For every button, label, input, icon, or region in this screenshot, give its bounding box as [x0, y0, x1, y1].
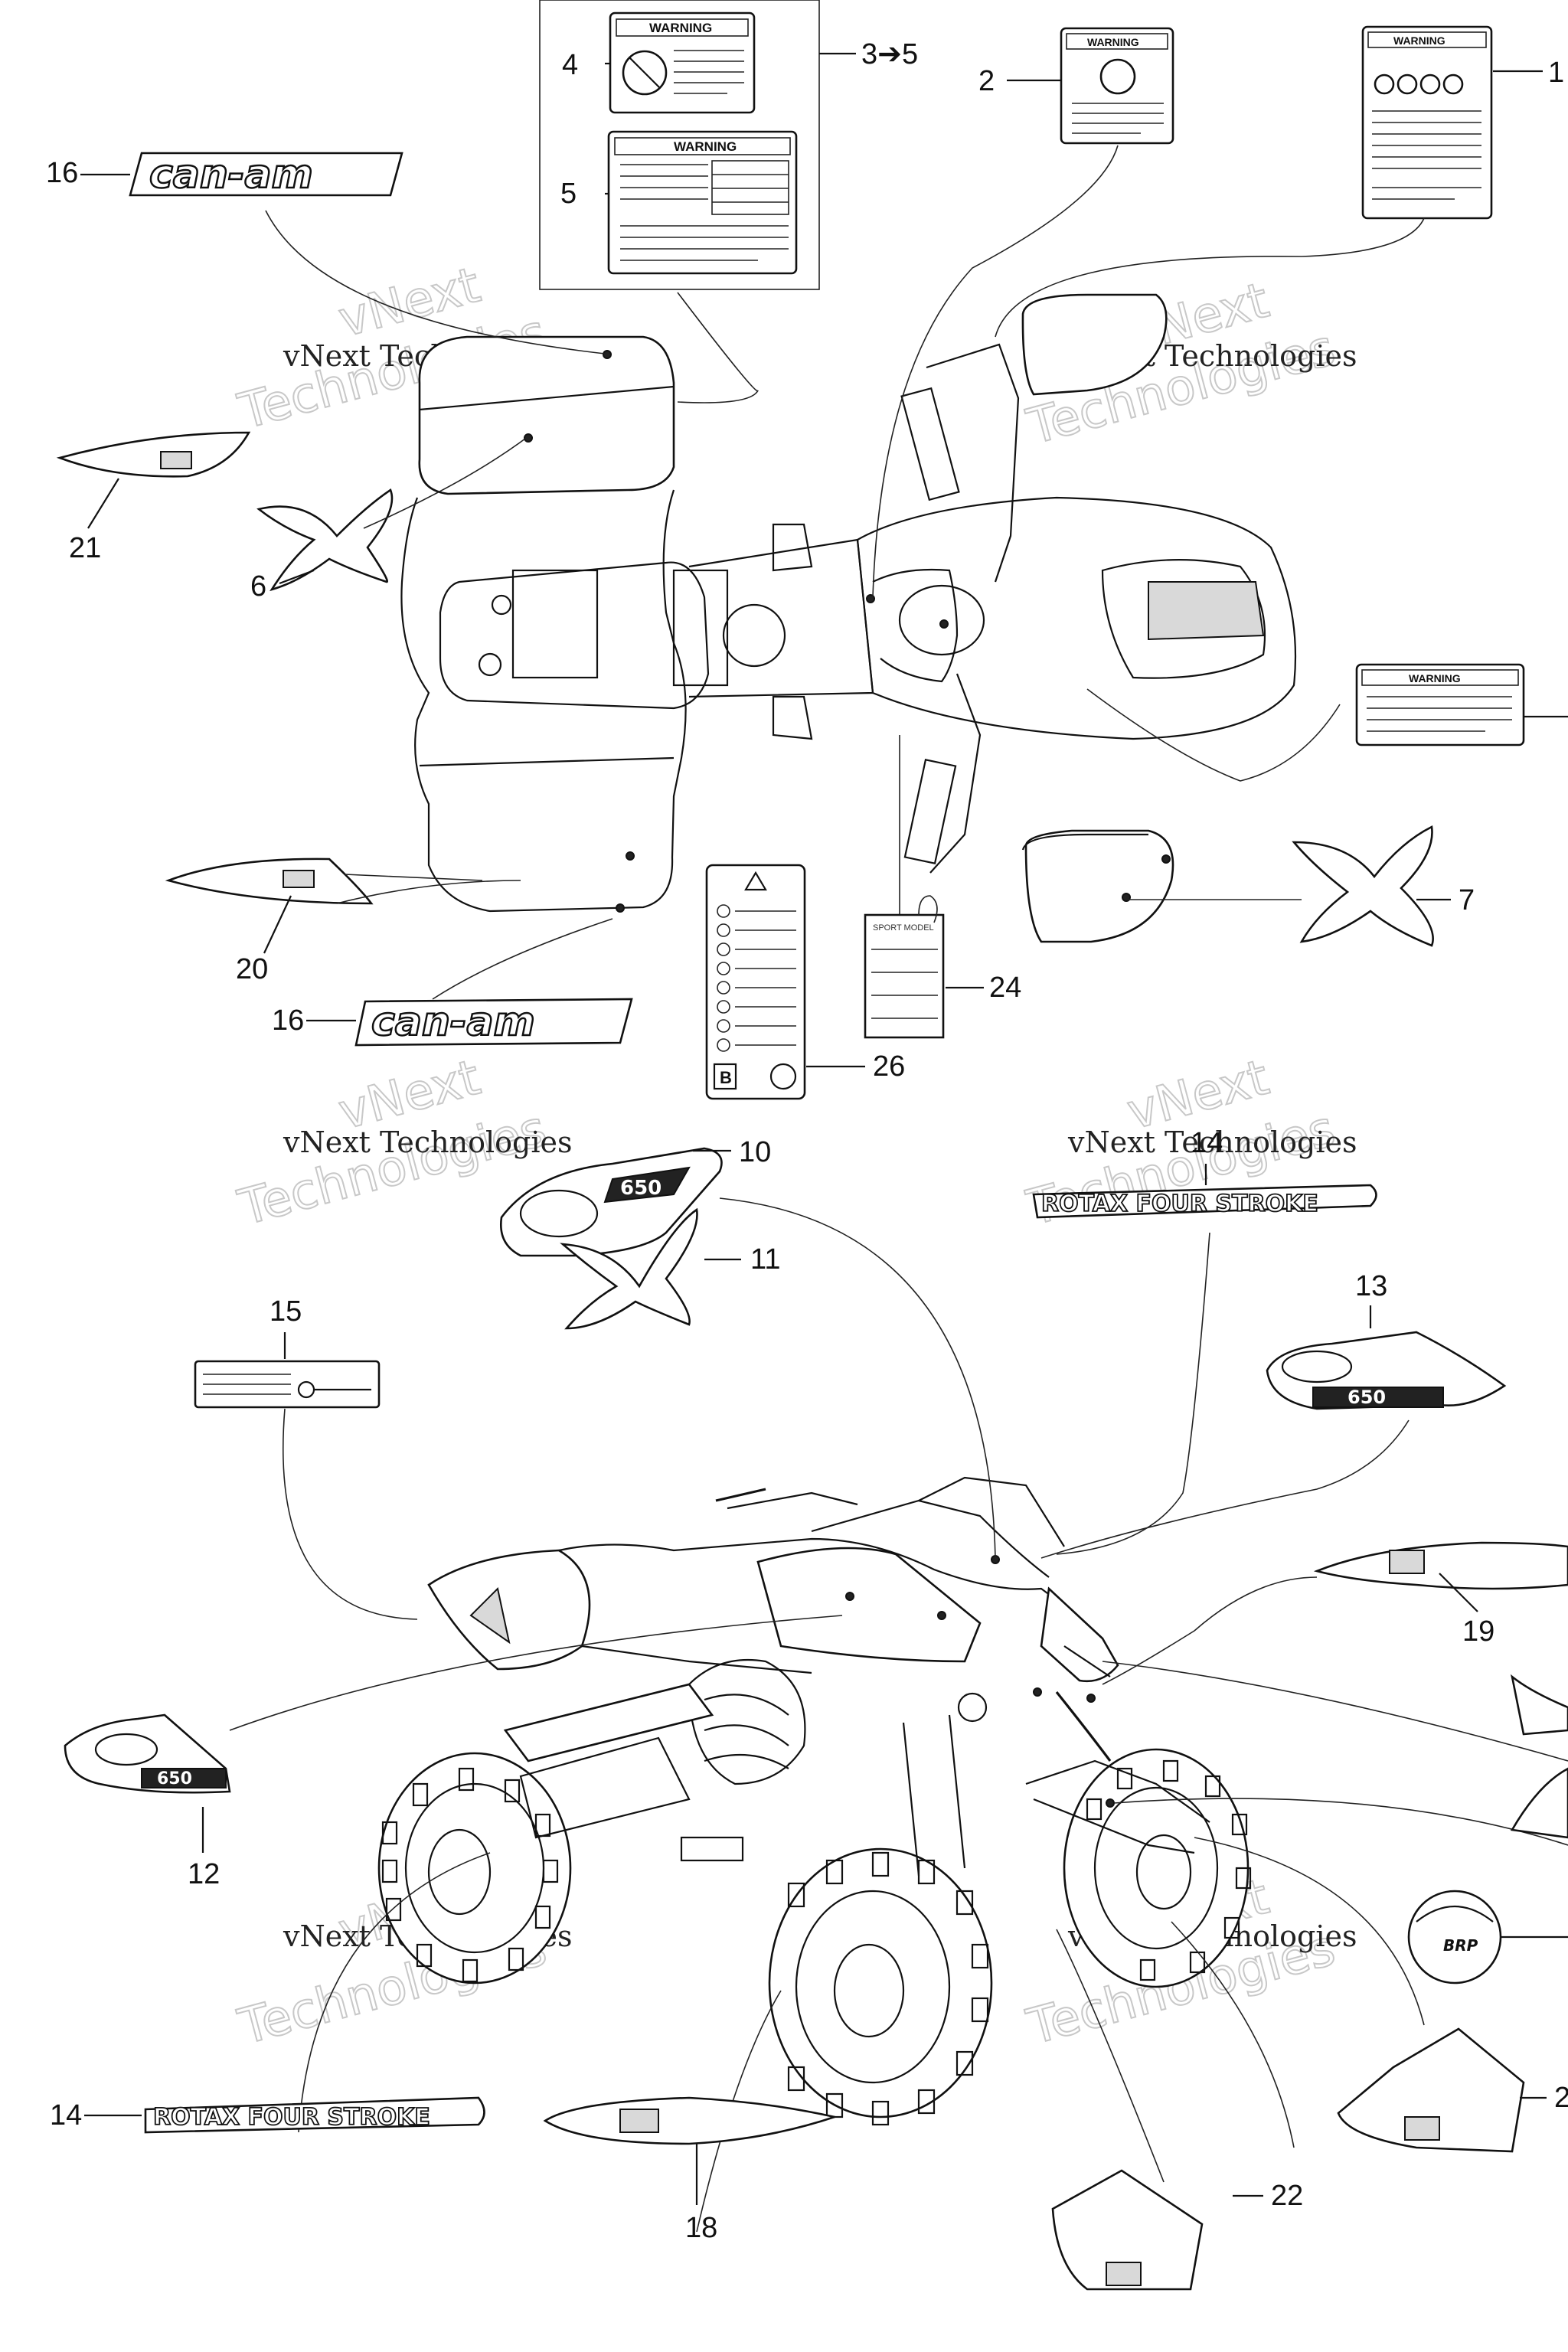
- callout-16-bottom: 16: [272, 1004, 304, 1037]
- callout-15: 15: [270, 1295, 302, 1328]
- svg-text:vNext Technologies: vNext Technologies: [1067, 1125, 1357, 1159]
- hang-tag-24: SPORT MODEL: [864, 895, 945, 1039]
- callout-16-top: 16: [46, 157, 78, 189]
- side-decal-edge-lower: [1510, 1767, 1568, 1839]
- svg-text:WARNING: WARNING: [1409, 672, 1461, 684]
- callout-24: 24: [989, 972, 1021, 1004]
- svg-text:WARNING: WARNING: [649, 21, 712, 35]
- svg-text:vNext Technologies: vNext Technologies: [283, 1125, 572, 1159]
- svg-text:650: 650: [620, 1177, 662, 1200]
- ds-650-decal-12: 650: [64, 1713, 231, 1794]
- callout-14-bottom: 14: [50, 2099, 82, 2132]
- callout-3-5: 3➔5: [861, 38, 918, 70]
- callout-6: 6: [250, 570, 266, 603]
- brp-badge: BRP: [1407, 1890, 1502, 1984]
- svg-text:650: 650: [1348, 1387, 1386, 1408]
- warning-label-2: WARNING: [1060, 27, 1174, 145]
- warning-label-4: WARNING: [609, 11, 756, 114]
- callout-18: 18: [685, 2212, 717, 2244]
- warning-label-5: WARNING: [607, 130, 798, 275]
- fender-decal-23: [1337, 2027, 1525, 2153]
- can-am-decal-16-bottom: can-am: [354, 998, 633, 1047]
- rotax-decal-14-bottom: ROTAX FOUR STROKE: [144, 2096, 485, 2134]
- warning-label-1: WARNING: [1361, 25, 1493, 220]
- side-decal-edge-upper: [1511, 1674, 1568, 1736]
- callout-4: 4: [562, 49, 578, 81]
- svg-text:SPORT MODEL: SPORT MODEL: [873, 923, 934, 933]
- can-am-decal-16-top: can-am: [129, 151, 403, 198]
- stripe-decal-19: [1313, 1541, 1568, 1590]
- fender-decal-22: [1051, 2169, 1204, 2291]
- svg-text:can-am: can-am: [149, 152, 313, 198]
- callout-2: 2: [978, 65, 995, 97]
- svg-text:can-am: can-am: [371, 999, 535, 1045]
- fender-decal-7-piece: [1021, 833, 1148, 851]
- x-decal-6: [256, 488, 394, 592]
- callout-1: 1: [1548, 57, 1564, 89]
- stripe-decal-21: [56, 431, 251, 478]
- svg-text:ROTAX FOUR STROKE: ROTAX FOUR STROKE: [1041, 1191, 1318, 1217]
- rotax-decal-14-top: ROTAX FOUR STROKE: [1032, 1184, 1377, 1219]
- ds-650-decal-13: 650: [1266, 1331, 1507, 1410]
- svg-text:650: 650: [157, 1769, 192, 1788]
- callout-21: 21: [69, 532, 101, 564]
- label-group-box: [539, 0, 820, 290]
- callout-14-top: 14: [1191, 1127, 1223, 1159]
- svg-text:ROTAX FOUR STROKE: ROTAX FOUR STROKE: [153, 2104, 430, 2131]
- callout-7: 7: [1459, 884, 1475, 916]
- svg-text:WARNING: WARNING: [1087, 36, 1139, 48]
- callout-5: 5: [560, 178, 577, 210]
- svg-text:WARNING: WARNING: [1393, 34, 1446, 47]
- callout-19: 19: [1462, 1615, 1494, 1648]
- callout-11: 11: [750, 1243, 780, 1276]
- svg-text:WARNING: WARNING: [674, 139, 737, 154]
- x-decal-11: [560, 1207, 698, 1330]
- x-decal-7: [1292, 825, 1434, 947]
- atv-side-view: [377, 1476, 1252, 2126]
- callout-22: 22: [1271, 2180, 1303, 2212]
- callout-12: 12: [188, 1858, 220, 1890]
- svg-text:BRP: BRP: [1443, 1936, 1478, 1955]
- stripe-decal-20: [165, 858, 374, 905]
- stripe-decal-18: [543, 2096, 838, 2145]
- callout-23: 2: [1554, 2082, 1568, 2114]
- callout-13: 13: [1355, 1270, 1387, 1302]
- instruction-label-26: B: [705, 864, 806, 1100]
- callout-26: 26: [873, 1050, 905, 1083]
- svg-text:B: B: [720, 1068, 732, 1087]
- warning-label-right: WARNING: [1355, 663, 1525, 746]
- callout-10: 10: [739, 1136, 771, 1168]
- atv-top-view: [400, 293, 1297, 943]
- callout-20: 20: [236, 953, 268, 985]
- shock-label-15: [194, 1360, 381, 1409]
- ds-650-decal-10: 650: [500, 1147, 723, 1257]
